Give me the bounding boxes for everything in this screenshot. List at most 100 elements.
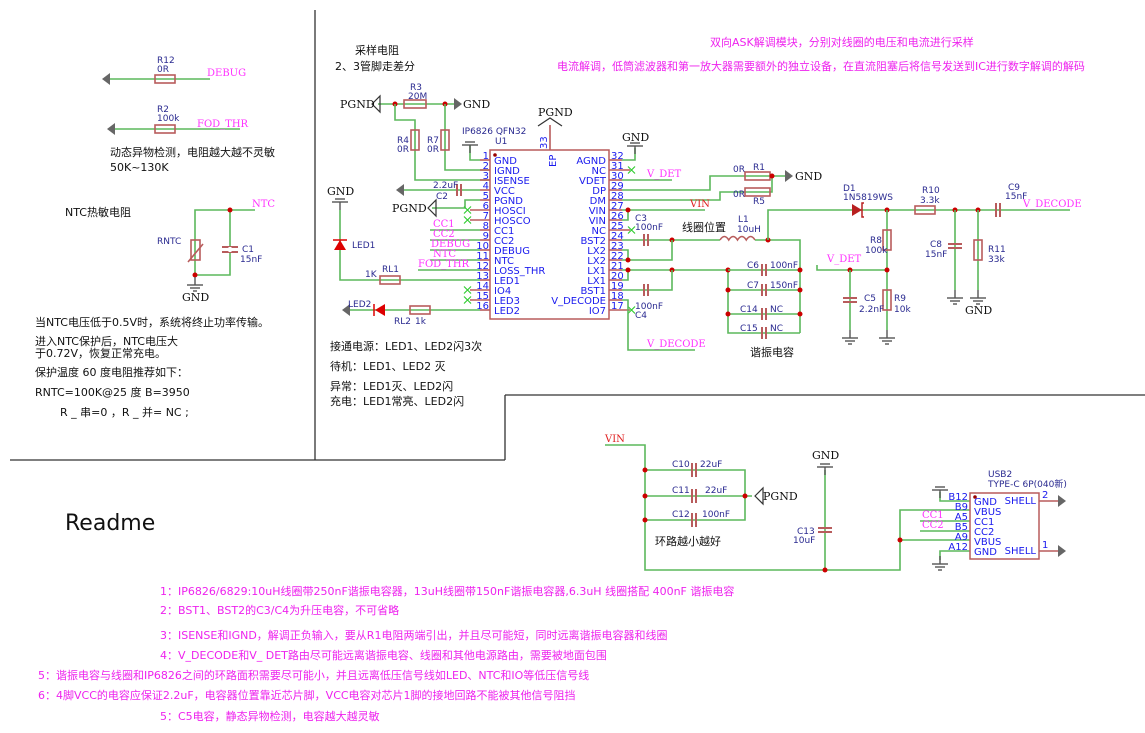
net-v-decode: V_DECODE bbox=[646, 339, 706, 350]
chip-pin-number: 22 bbox=[611, 251, 624, 262]
chip-pin-label: DEBUG bbox=[494, 246, 530, 257]
chip-pin-label: VIN bbox=[589, 216, 606, 227]
c15-value: NC bbox=[770, 324, 783, 334]
ground-arrow-icon bbox=[102, 73, 110, 85]
rl1-ref: RL1 bbox=[382, 265, 399, 275]
chip-pin-label: GND bbox=[494, 156, 517, 167]
c5-ref: C5 bbox=[864, 294, 876, 304]
readme-line: 4：V_DECODE和V_ DET路由尽可能远离谐振电容、线圈和其他电源路由，需… bbox=[160, 648, 607, 662]
chip-pin-label: DM bbox=[590, 196, 606, 207]
chip-pin-label: LX1 bbox=[587, 276, 606, 287]
chip-pin-label: LED3 bbox=[494, 296, 520, 307]
chip-pin-label: NC bbox=[592, 226, 606, 237]
usb-pin-number: B12 bbox=[948, 492, 968, 503]
c2-ref: C2 bbox=[436, 192, 448, 202]
chip-pin-label: LX2 bbox=[587, 256, 606, 267]
chip-pin-number: 4 bbox=[483, 181, 489, 192]
chip-pin-label: V_DECODE bbox=[551, 296, 606, 307]
usb-pin-label: VBUS bbox=[974, 507, 1001, 518]
chip-pin-number: 5 bbox=[483, 191, 489, 202]
r9-value: 10k bbox=[894, 305, 911, 315]
c14-ref: C14 bbox=[740, 305, 758, 315]
ground-icon bbox=[331, 198, 349, 211]
c15-ref: C15 bbox=[740, 324, 758, 334]
ground-icon bbox=[461, 141, 479, 154]
c4-value: 100nF bbox=[635, 302, 663, 312]
ep-pin-number: 33 bbox=[539, 136, 550, 149]
c11-ref: C11 bbox=[672, 486, 690, 496]
r3-value: 20M bbox=[408, 92, 427, 102]
note-top2: 电流解调，低筒滤波器和第一放大器需要额外的独立设备，在直流阻塞后将信号发送到IC… bbox=[557, 59, 1085, 73]
r2-value: 100k bbox=[157, 114, 180, 124]
loop-note: 环路越小越好 bbox=[655, 534, 721, 548]
led1-icon bbox=[334, 240, 346, 250]
chip-pin-number: 32 bbox=[611, 151, 624, 162]
net-cc2: CC2 bbox=[922, 520, 944, 531]
c13-value: 10uF bbox=[793, 536, 815, 546]
chip-pin-label: BST1 bbox=[580, 286, 606, 297]
readme-line: 6：4脚VCC的电容应保证2.2uF，电容器位置靠近芯片脚，VCC电容对芯片1脚… bbox=[38, 688, 576, 702]
ntc-note: 于0.72V，恢复正常充电。 bbox=[35, 346, 166, 360]
c3-value: 100nF bbox=[635, 223, 663, 233]
rntc-ref: RNTC bbox=[157, 237, 181, 247]
c11-value: 22uF bbox=[705, 486, 727, 496]
chip-part: IP6826 QFN32 bbox=[462, 127, 526, 137]
net-v-det: V_DET bbox=[646, 169, 682, 180]
usb-part: TYPE-C 6P(040新) bbox=[987, 478, 1067, 490]
c13-ref: C13 bbox=[797, 527, 815, 537]
chip-pin-label: LX1 bbox=[587, 266, 606, 277]
chip-pin-label: IO4 bbox=[494, 286, 511, 297]
r11-value: 33k bbox=[988, 255, 1005, 265]
led2-icon bbox=[375, 304, 385, 316]
chip-pin-label: VCC bbox=[494, 186, 515, 197]
ground-icon bbox=[186, 276, 204, 292]
c14-value: NC bbox=[770, 305, 783, 315]
chip-pin-label: CC1 bbox=[494, 226, 514, 237]
chip-pin-label: NC bbox=[592, 166, 606, 177]
chip-pin-number: 18 bbox=[611, 291, 624, 302]
ground-arrow-icon bbox=[785, 170, 793, 182]
r7-value: 0R bbox=[427, 145, 439, 155]
net-vin: VIN bbox=[689, 199, 710, 210]
usb-pin-label: CC1 bbox=[974, 517, 994, 528]
net-fod-thr: FOD_THR bbox=[197, 119, 249, 130]
usb-pin-number: A5 bbox=[955, 512, 968, 523]
no-connect-icon bbox=[627, 166, 636, 174]
net-debug: DEBUG bbox=[431, 239, 470, 250]
fod-range: 50K~130K bbox=[110, 161, 169, 174]
usb-pin-label: GND bbox=[974, 497, 997, 508]
chip-pin-label: HOSCO bbox=[494, 216, 531, 227]
readme-line: 5：谐振电容与线圈和IP6826之间的环路面积需要尽可能小，并且远离低压信号线如… bbox=[38, 668, 589, 682]
chip-pin-number: 7 bbox=[483, 211, 489, 222]
readme-line: 1：IP6826/6829:10uH线圈带250nF谐振电容器，13uH线圈带1… bbox=[160, 584, 734, 598]
chip-pin-label: LX2 bbox=[587, 246, 606, 257]
readme-notes: 1：IP6826/6829:10uH线圈带250nF谐振电容器，13uH线圈带1… bbox=[38, 584, 734, 723]
r10-ref: R10 bbox=[922, 186, 940, 196]
chip-ref: U1 bbox=[495, 137, 507, 147]
chip-pin-number: 8 bbox=[483, 221, 489, 232]
d1-value: 1N5819WS bbox=[843, 193, 893, 203]
c3-ref: C3 bbox=[635, 214, 647, 224]
rl1-value: 1K bbox=[365, 270, 378, 280]
chip-pin-label: VDET bbox=[579, 176, 607, 187]
chip-right-connections: GND V_DET GND 0R R1 0R R5 VIN C3 100nF 线… bbox=[622, 131, 1082, 359]
r8-ref: R8 bbox=[870, 236, 882, 246]
ground-icon bbox=[931, 555, 949, 571]
c4-ref: C4 bbox=[635, 311, 647, 321]
no-connect-icon bbox=[627, 226, 636, 234]
usb-pin-number: B9 bbox=[955, 502, 968, 513]
readme-line: 2：BST1、BST2的C3/C4为升压电容，不可省略 bbox=[160, 603, 399, 617]
led1-ref: LED1 bbox=[352, 241, 375, 251]
chip-pin-number: 24 bbox=[611, 231, 624, 242]
section-dividers bbox=[10, 10, 1145, 461]
gnd-label: GND bbox=[463, 98, 490, 111]
coil-position-label: 线圈位置 bbox=[682, 220, 726, 234]
chip-pin-label: IO7 bbox=[589, 306, 606, 317]
chip-pin-label: LED1 bbox=[494, 276, 520, 287]
ntc-note: 进入NTC保护后，NTC电压大 bbox=[35, 334, 178, 348]
chip-pin-label: AGND bbox=[576, 156, 606, 167]
r2-fod: R2 100k FOD_THR bbox=[107, 105, 249, 135]
